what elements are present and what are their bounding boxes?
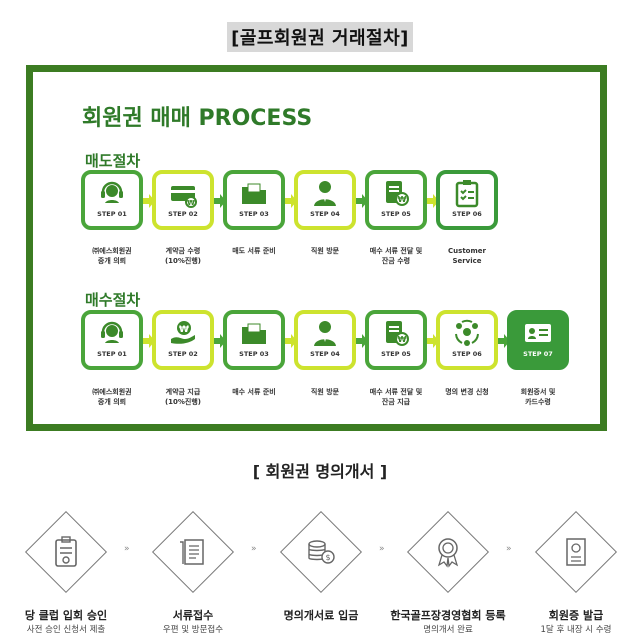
transfer-step-label-3: 명의개서료 입금 <box>283 609 359 622</box>
title-wrap: [골프회원권 거래절차] <box>0 22 640 52</box>
step-number: STEP 07 <box>523 350 553 358</box>
transfer-step-sub-5: 1달 후 내장 시 수령 <box>540 625 612 635</box>
buy-step-caption-7: 회원증서 및 카드수령 <box>520 388 556 406</box>
buy-procedure-label: 매수절차 <box>85 291 141 309</box>
transfer-step-label-5: 회원증 발급 <box>548 609 604 622</box>
svg-text:₩: ₩ <box>187 199 195 207</box>
buy-step-card-4: STEP 04 <box>294 310 356 370</box>
buy-step-card-7: STEP 07 <box>507 310 569 370</box>
sell-step-caption-2: 계약금 수령 (10%진행) <box>164 247 202 265</box>
buy-step-caption-4: 직원 방문 <box>310 388 340 396</box>
process-title: 회원권 매매 PROCESS <box>82 106 313 131</box>
step-number: STEP 03 <box>239 210 269 218</box>
transfer-step-sub-1: 사전 승인 신청서 제출 <box>26 625 106 635</box>
transfer-step-label-1: 당 클럽 입회 승인 <box>24 609 108 622</box>
step-number: STEP 01 <box>97 350 127 358</box>
sell-step-caption-5: 매수 서류 전달 및 잔금 수령 <box>369 247 423 265</box>
transfer-step-sub-2: 우편 및 방문접수 <box>162 625 224 635</box>
sell-step-card-5: ₩ STEP 05 <box>365 170 427 230</box>
step-number: STEP 03 <box>239 350 269 358</box>
transfer-step-sub-4: 명의개서 완료 <box>423 625 473 635</box>
chevron-right-icon: » <box>379 544 385 554</box>
step-number: STEP 06 <box>452 350 482 358</box>
sell-step-card-4: STEP 04 <box>294 170 356 230</box>
chevron-right-icon: » <box>251 544 257 554</box>
step-number: STEP 05 <box>381 210 411 218</box>
buy-step-card-3: STEP 03 <box>223 310 285 370</box>
buy-step-caption-6: 명의 변경 신청 <box>445 388 489 396</box>
buy-step-caption-5: 매수 서류 전달 및 잔금 지급 <box>369 388 423 406</box>
step-number: STEP 06 <box>452 210 482 218</box>
step-number: STEP 02 <box>168 210 198 218</box>
sell-step-card-3: STEP 03 <box>223 170 285 230</box>
coins-icon: $ <box>301 532 341 572</box>
buy-step-card-5: ₩ STEP 05 <box>365 310 427 370</box>
chevron-right-icon: » <box>124 544 130 554</box>
buy-step-card-6: STEP 06 <box>436 310 498 370</box>
svg-text:₩: ₩ <box>398 195 407 204</box>
process-panel: 회원권 매매 PROCESS 매도절차 매수절차 STEP 01 ㈜에스회원권 중… <box>26 65 607 431</box>
svg-text:₩: ₩ <box>398 335 407 344</box>
buy-step-card-2: ₩ STEP 02 <box>152 310 214 370</box>
step-number: STEP 04 <box>310 350 340 358</box>
buy-step-caption-3: 매수 서류 준비 <box>232 388 276 396</box>
sell-step-card-2: ₩ STEP 02 <box>152 170 214 230</box>
svg-text:₩: ₩ <box>179 325 189 335</box>
chevron-right-icon: » <box>506 544 512 554</box>
badge-icon <box>428 532 468 572</box>
clipboard-check-icon <box>46 532 86 572</box>
transfer-step-label-4: 한국골프장경영협회 등록 <box>390 609 506 622</box>
certificate-icon <box>556 532 596 572</box>
buy-step-card-1: STEP 01 <box>81 310 143 370</box>
transfer-step-label-2: 서류접수 <box>172 609 214 622</box>
sell-step-caption-1: ㈜에스회원권 중개 의뢰 <box>92 247 132 265</box>
sell-step-caption-4: 직원 방문 <box>310 247 340 255</box>
step-number: STEP 02 <box>168 350 198 358</box>
buy-step-caption-1: ㈜에스회원권 중개 의뢰 <box>92 388 132 406</box>
documents-icon <box>173 532 213 572</box>
step-number: STEP 05 <box>381 350 411 358</box>
sell-step-caption-3: 매도 서류 준비 <box>232 247 276 255</box>
sell-step-card-6: STEP 06 <box>436 170 498 230</box>
page-title: [골프회원권 거래절차] <box>227 22 413 52</box>
sell-procedure-label: 매도절차 <box>85 152 141 170</box>
sell-step-card-1: STEP 01 <box>81 170 143 230</box>
svg-text:$: $ <box>325 553 330 562</box>
step-number: STEP 01 <box>97 210 127 218</box>
step-number: STEP 04 <box>310 210 340 218</box>
sell-step-caption-6: Customer Service <box>448 247 486 265</box>
buy-step-caption-2: 계약금 지급 (10%진행) <box>164 388 202 406</box>
transfer-title: [ 회원권 명의개서 ] <box>252 462 388 481</box>
